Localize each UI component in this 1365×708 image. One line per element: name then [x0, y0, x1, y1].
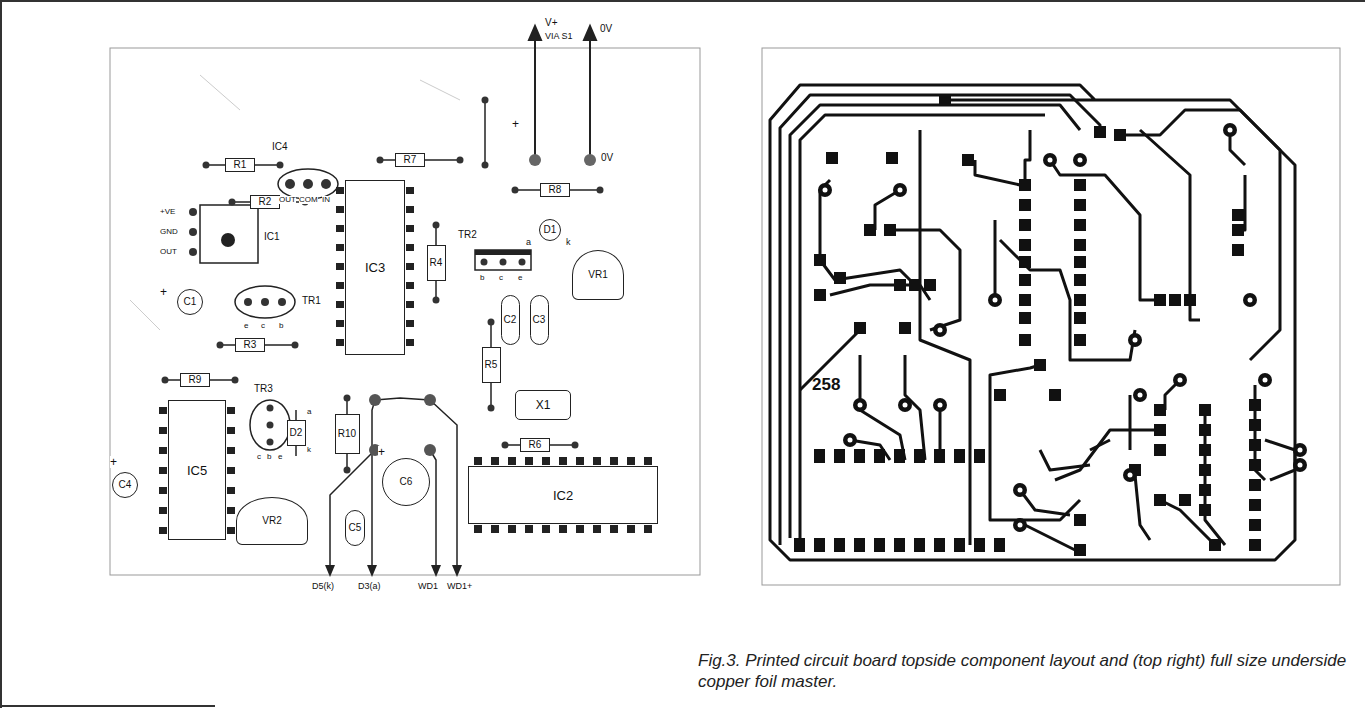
pin-label: c: [499, 274, 503, 282]
pin-label: VIA S1: [545, 32, 573, 41]
pin-label: IN: [322, 196, 330, 204]
component-label: R5: [485, 360, 498, 370]
component-label: R8: [549, 185, 562, 195]
component-body: D2: [287, 420, 306, 446]
ic-body: IC3: [345, 180, 405, 355]
component-label: D1: [544, 225, 557, 235]
component-label: IC2: [553, 489, 573, 502]
pin-label: TR2: [458, 230, 477, 240]
component-body: R10: [335, 414, 360, 454]
component-label: R2: [259, 197, 272, 207]
pin-label: +: [378, 446, 385, 458]
pin-label: TR1: [302, 296, 321, 306]
pin-label: IC1: [264, 232, 280, 242]
component-body: R8: [540, 183, 570, 197]
pin-label: OUT: [279, 196, 296, 204]
component-outline: C1: [177, 289, 203, 315]
component-label: R3: [244, 340, 257, 350]
component-label: R6: [529, 440, 542, 450]
pin-label: TR3: [254, 384, 273, 394]
ic-body: IC5: [168, 400, 226, 540]
pin-label: COM: [299, 196, 318, 204]
pin-label: GND: [160, 228, 178, 236]
pin-label: k: [307, 446, 311, 454]
component-label: C5: [349, 523, 362, 533]
component-body: R4: [427, 245, 446, 281]
pin-label: WD1: [418, 582, 438, 591]
pin-label: +: [110, 456, 117, 468]
component-body: R7: [395, 153, 425, 167]
pin-label: a: [307, 408, 311, 416]
component-outline: D1: [539, 219, 561, 241]
pin-label: OUT: [160, 248, 177, 256]
component-label: C3: [533, 315, 546, 325]
ic-body: IC2: [468, 466, 658, 524]
pin-label: c: [261, 322, 265, 330]
pin-label: b: [279, 322, 283, 330]
component-label: R7: [404, 155, 417, 165]
component-label: D2: [290, 428, 303, 438]
component-outline: VR1: [572, 250, 624, 300]
pin-label: k: [566, 238, 571, 247]
component-body: R2: [250, 195, 280, 209]
component-label: C4: [119, 480, 132, 490]
component-outline: C5: [345, 510, 365, 546]
pin-label: 0V: [601, 153, 613, 163]
pin-label: D3(a): [358, 582, 381, 591]
figure-caption: Fig.3. Printed circuit board topside com…: [698, 650, 1348, 693]
component-body: R1: [225, 158, 255, 172]
pin-label: b: [267, 453, 271, 461]
component-body: R6: [520, 438, 550, 452]
pin-label: V+: [545, 18, 558, 28]
component-label: C2: [504, 315, 517, 325]
component-body: R3: [235, 338, 265, 352]
pin-label: b: [480, 274, 484, 282]
pin-label: D5(k): [312, 582, 334, 591]
pin-label: +: [512, 118, 519, 130]
component-label: IC3: [365, 261, 385, 274]
component-outline: C3: [530, 295, 549, 345]
pin-label: 0V: [600, 24, 612, 34]
pin-label: e: [518, 274, 522, 282]
component-label: R4: [430, 258, 443, 268]
component-label: C1: [184, 297, 197, 307]
component-body: R5: [482, 347, 501, 383]
component-outline: C4: [112, 472, 138, 498]
component-outline: C6: [382, 458, 430, 506]
component-label: R9: [189, 375, 202, 385]
component-label: IC5: [187, 464, 207, 477]
pin-label: e: [244, 322, 248, 330]
component-label: R10: [338, 429, 356, 439]
pin-label: c: [257, 453, 261, 461]
component-outline: C2: [501, 295, 520, 345]
pin-label: +: [160, 286, 167, 298]
pin-label: IC4: [272, 142, 288, 152]
component-label: VR1: [588, 270, 607, 280]
component-label: C6: [400, 477, 413, 487]
pin-label: +VE: [160, 208, 175, 216]
component-label: R1: [234, 160, 247, 170]
component-outline: VR2: [236, 497, 308, 545]
board-number: 258: [812, 376, 840, 393]
pin-label: e: [278, 453, 282, 461]
component-label: X1: [536, 399, 551, 411]
pin-label: a: [526, 238, 531, 247]
component-outline: X1: [515, 390, 571, 420]
pin-label: WD1+: [447, 582, 472, 591]
component-label: VR2: [262, 516, 281, 526]
component-body: R9: [180, 373, 210, 387]
